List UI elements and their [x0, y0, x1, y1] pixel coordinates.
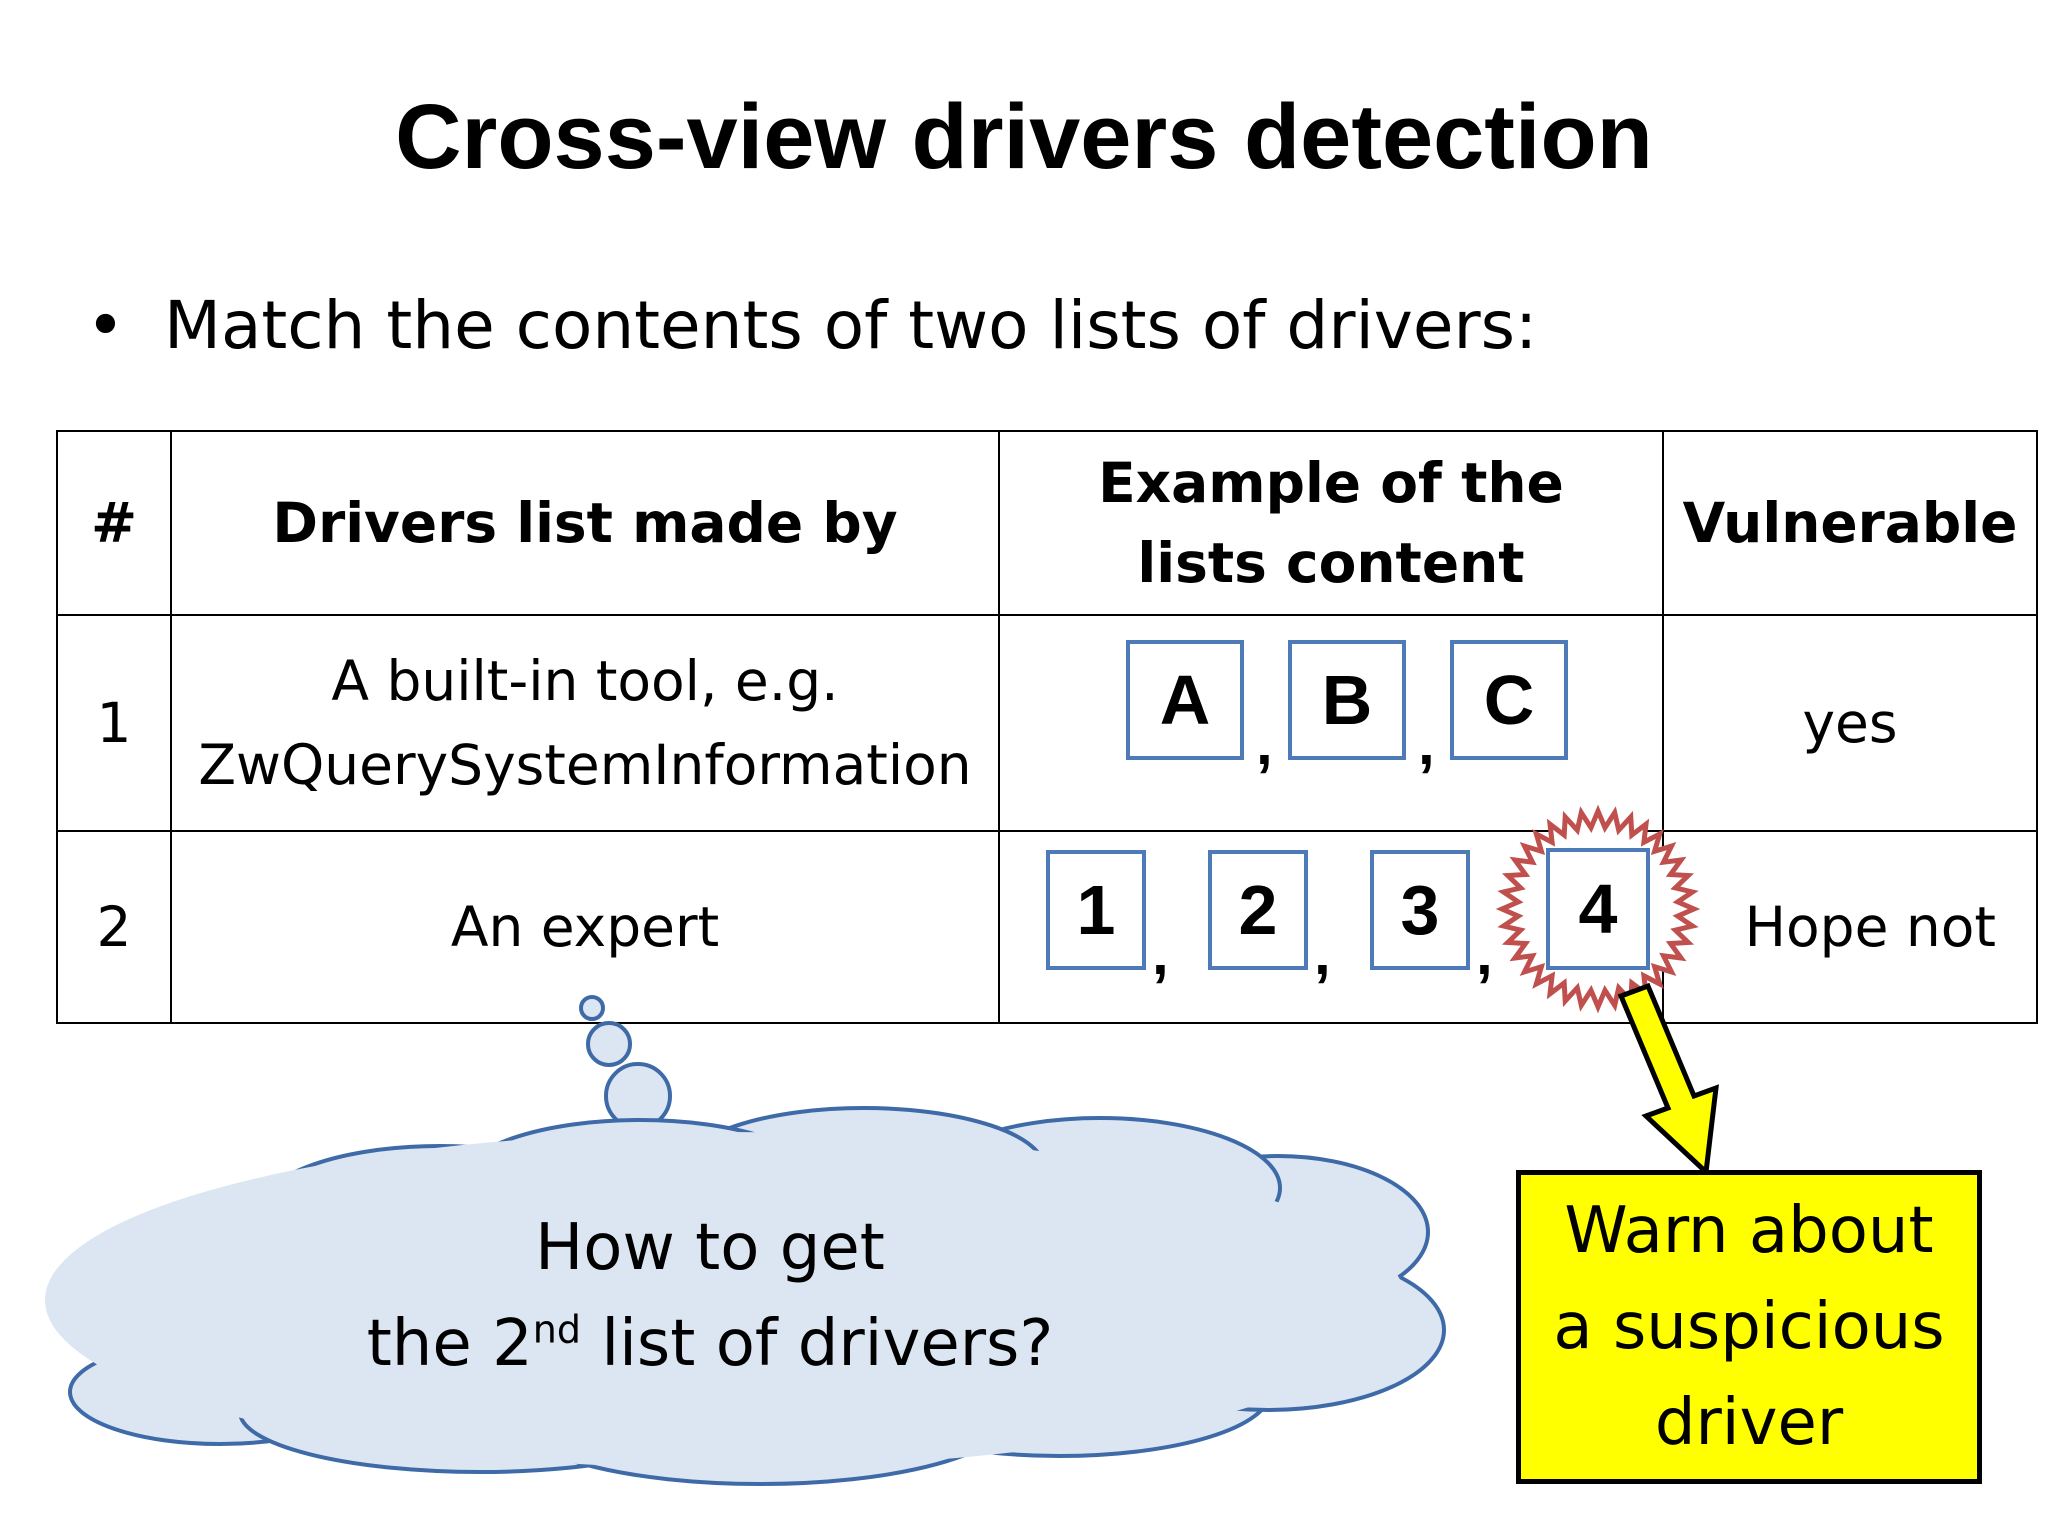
- row2-num: 2: [56, 830, 172, 1024]
- thought-bubble-small: [579, 995, 605, 1021]
- thought-line1: How to get: [535, 1211, 885, 1285]
- header-num: #: [56, 430, 172, 616]
- separator-comma: ,: [1314, 920, 1331, 987]
- header-made-by: Drivers list made by: [170, 430, 1000, 616]
- separator-comma: ,: [1476, 920, 1493, 987]
- callout-line3: driver: [1654, 1386, 1844, 1460]
- bullet-text: Match the contents of two lists of drive…: [164, 287, 1538, 364]
- row1-made-by-line1: A built-in tool, e.g.: [331, 649, 839, 713]
- thought-line2: the 2nd list of drivers?: [330, 1296, 1090, 1392]
- row2-boxes: 1 , 2 , 3 ,: [1000, 832, 1662, 1022]
- separator-comma: ,: [1152, 920, 1169, 987]
- driver-box-a: A: [1126, 640, 1244, 760]
- driver-box-1: 1: [1046, 850, 1146, 970]
- arrow-down-icon: [1617, 982, 1719, 1178]
- bullet-point: • Match the contents of two lists of driv…: [86, 286, 1537, 366]
- callout-line1: Warn about: [1564, 1194, 1934, 1268]
- thought-cloud-text: How to get the 2nd list of drivers?: [330, 1200, 1090, 1392]
- driver-box-4: 4: [1546, 848, 1650, 970]
- row2-made-by: An expert: [170, 830, 1000, 1024]
- drivers-table: # Drivers list made by Example of the li…: [56, 430, 2038, 1024]
- separator-comma: ,: [1418, 710, 1435, 777]
- slide-title: Cross-view drivers detection: [395, 86, 1653, 188]
- table-row: 1 A built-in tool, e.g. ZwQuerySystemInf…: [56, 614, 2038, 832]
- table-header-row: # Drivers list made by Example of the li…: [56, 430, 2038, 616]
- separator-comma: ,: [1256, 710, 1273, 777]
- thought-line2-post: list of drivers?: [581, 1307, 1054, 1381]
- driver-box-b: B: [1288, 640, 1406, 760]
- driver-box-3: 3: [1370, 850, 1470, 970]
- thought-bubble-medium: [586, 1021, 632, 1067]
- driver-box-c: C: [1450, 640, 1568, 760]
- bullet-dot: •: [86, 287, 125, 364]
- row1-num: 1: [56, 614, 172, 832]
- header-example: Example of the lists content: [998, 430, 1664, 616]
- header-example-text: Example of the lists content: [1098, 451, 1564, 595]
- row1-made-by: A built-in tool, e.g. ZwQuerySystemInfor…: [170, 614, 1000, 832]
- driver-box-2: 2: [1208, 850, 1308, 970]
- row1-made-by-line2: ZwQuerySystemInformation: [198, 733, 972, 797]
- callout-line2: a suspicious: [1553, 1290, 1945, 1364]
- row1-vulnerable: yes: [1662, 614, 2038, 832]
- table-row: 2 An expert 1 , 2 , 3 , Hope not: [56, 830, 2038, 1024]
- cloud-fill-core: [45, 1132, 1405, 1468]
- row2-vulnerable: Hope not: [1662, 830, 2038, 1024]
- row1-boxes: A , B , C: [1000, 628, 1662, 818]
- thought-line2-sup: nd: [532, 1307, 581, 1352]
- thought-line2-pre: the 2: [366, 1307, 533, 1381]
- row1-example: A , B , C: [998, 614, 1664, 832]
- header-vulnerable: Vulnerable: [1662, 430, 2038, 616]
- warning-callout: Warn about a suspicious driver: [1516, 1170, 1982, 1484]
